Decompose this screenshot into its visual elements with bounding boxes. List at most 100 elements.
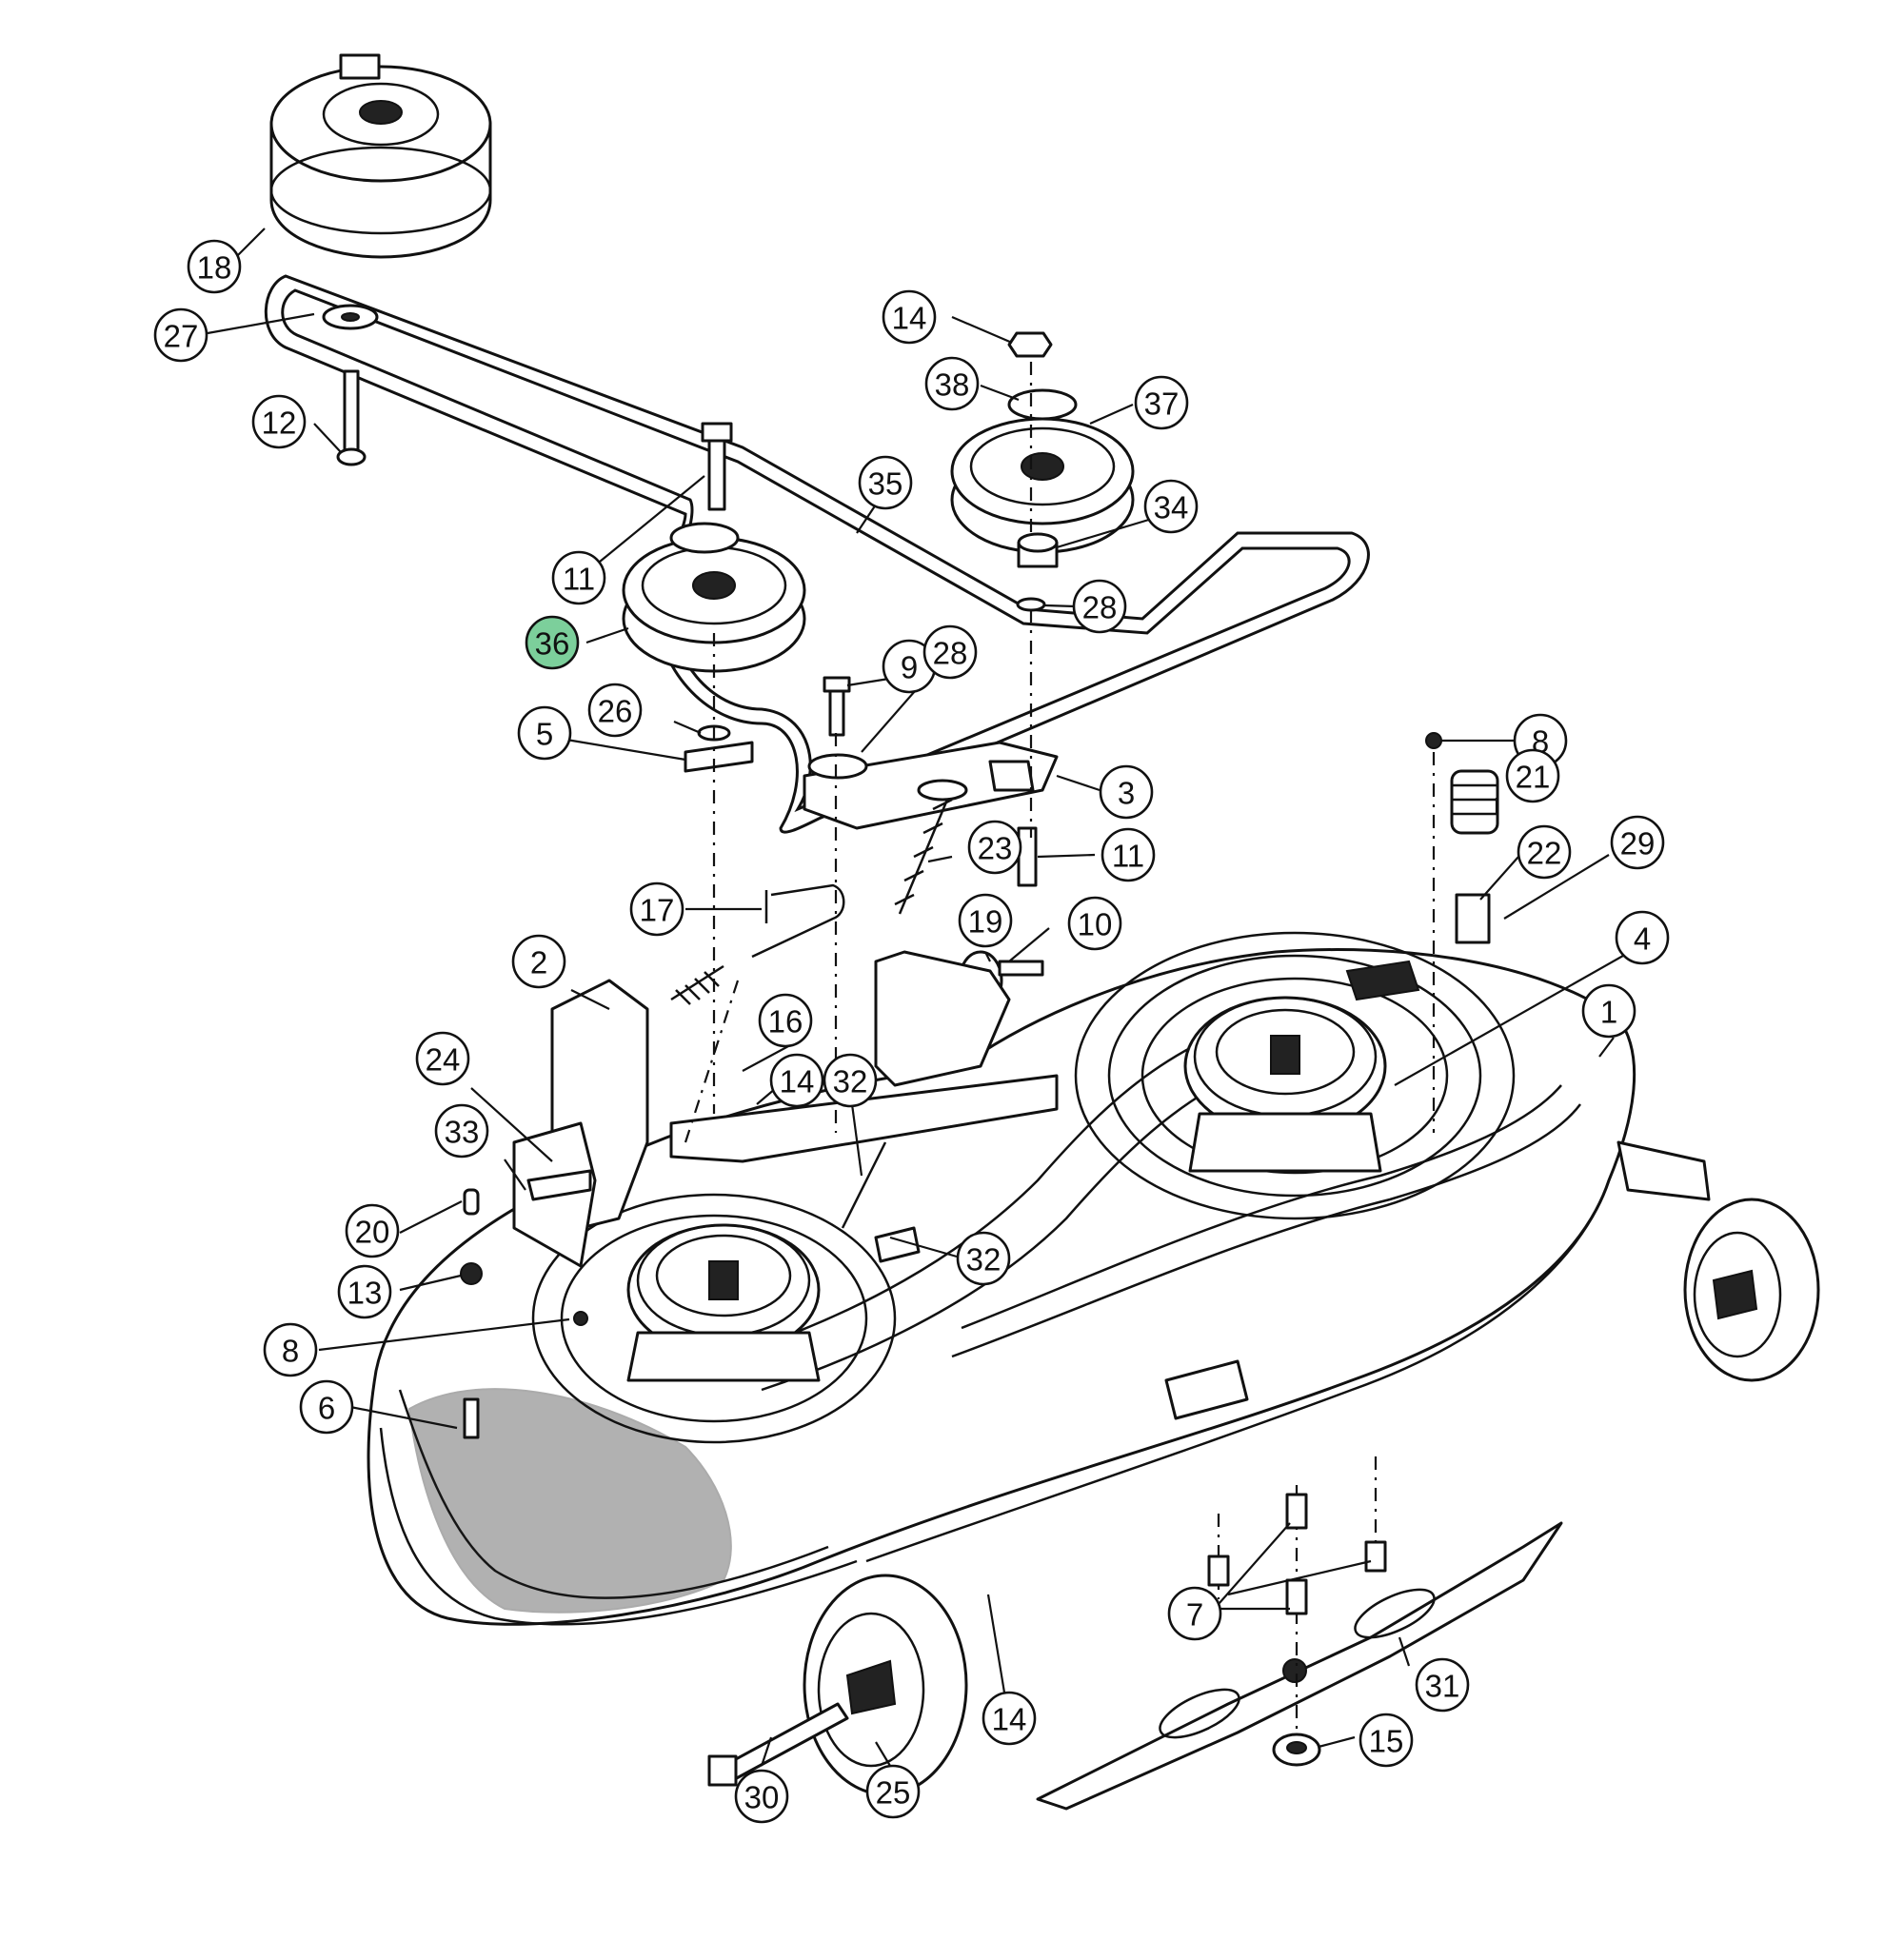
callout-circle [1099, 764, 1154, 820]
callout-circle [337, 1264, 392, 1319]
callout-8: 8 [263, 1322, 318, 1377]
callout-9: 9 [882, 639, 937, 694]
callout-circle [865, 1764, 921, 1819]
carriage-bolt-11 [701, 422, 733, 511]
callout-circle [434, 1103, 489, 1159]
callout-number: 1 [1600, 995, 1617, 1030]
callout-number: 16 [768, 1004, 803, 1040]
callout-33: 33 [434, 1103, 489, 1159]
callout-number: 9 [901, 650, 918, 685]
callout-circle [251, 394, 307, 449]
callout-35: 35 [858, 455, 913, 510]
callout-30: 30 [734, 1769, 789, 1824]
callout-number: 7 [1186, 1597, 1203, 1633]
callout-circle [511, 934, 566, 989]
callout-16: 16 [758, 993, 813, 1048]
callout-circle [1615, 910, 1670, 965]
callout-circle [263, 1322, 318, 1377]
callout-number: 2 [530, 945, 547, 980]
callout-number: 25 [876, 1775, 911, 1811]
wheel-bolt [707, 1702, 849, 1787]
callout-number: 34 [1154, 490, 1189, 525]
callout-circle [1359, 1713, 1414, 1768]
callout-number: 13 [347, 1276, 383, 1311]
callout-number: 19 [968, 904, 1003, 940]
callout-circle [823, 1053, 878, 1108]
callout-10: 10 [1067, 896, 1122, 951]
callout-number: 36 [535, 626, 570, 662]
callout-circle [958, 893, 1013, 948]
callout-5: 5 [517, 705, 572, 761]
callout-11: 11 [551, 550, 606, 605]
callout-6: 6 [299, 1379, 354, 1435]
callout-circle [345, 1203, 400, 1258]
callout-15: 15 [1359, 1713, 1414, 1768]
callout-3: 3 [1099, 764, 1154, 820]
small-bolts [460, 1188, 588, 1439]
callout-circle [882, 289, 937, 345]
callout-number: 37 [1144, 386, 1180, 422]
callout-number: 38 [935, 367, 970, 403]
callout-circle [1101, 827, 1156, 882]
assembly-axes [684, 362, 1436, 1143]
callout-14: 14 [769, 1053, 824, 1108]
callout-number: 11 [1112, 839, 1144, 874]
callout-number: 8 [282, 1334, 299, 1369]
deck-arm-24-33 [512, 1074, 1059, 1268]
callout-number: 21 [1516, 760, 1551, 795]
blade-bolts [1207, 1456, 1387, 1733]
grease-fitting [1425, 732, 1491, 944]
callout-31: 31 [1415, 1657, 1470, 1713]
callout-number: 17 [640, 893, 675, 928]
callout-circle [551, 550, 606, 605]
callout-34: 34 [1143, 479, 1199, 534]
callout-23: 23 [967, 820, 1022, 875]
callout-number: 23 [978, 831, 1013, 866]
bushing-34 [1017, 532, 1059, 568]
callout-circle [1167, 1586, 1222, 1641]
blade-hex-nut [1272, 1733, 1321, 1767]
hairpin-clip-17 [751, 883, 845, 959]
callout-7: 7 [1167, 1586, 1222, 1641]
shoulder-bolt-12 [336, 369, 367, 466]
callout-circle [1067, 896, 1122, 951]
gauge-wheel-right [1683, 1198, 1820, 1382]
callout-circle [629, 881, 684, 937]
callout-13: 13 [337, 1264, 392, 1319]
callout-number: 24 [426, 1042, 461, 1078]
callout-number: 27 [164, 319, 199, 354]
callout-1: 1 [1581, 983, 1636, 1039]
bolt-11-lower [1017, 826, 1038, 887]
callout-28: 28 [922, 624, 978, 680]
callout-number: 22 [1527, 836, 1562, 871]
callout-circle [415, 1031, 470, 1086]
callout-number: 28 [933, 636, 968, 671]
callout-circle [734, 1769, 789, 1824]
callout-number: 28 [1082, 590, 1118, 625]
callout-circle [299, 1379, 354, 1435]
callout-number: 33 [445, 1115, 480, 1150]
callout-14: 14 [982, 1691, 1037, 1746]
grease-cap-21 [1450, 769, 1499, 835]
callout-circle [1610, 815, 1665, 870]
callout-4: 4 [1615, 910, 1670, 965]
callout-24: 24 [415, 1031, 470, 1086]
callout-circle [525, 615, 580, 670]
callout-36: 36 [525, 615, 580, 670]
callout-circle [956, 1231, 1011, 1286]
callout-14: 14 [882, 289, 937, 345]
callout-number: 32 [966, 1242, 1002, 1277]
pulley-spacer [322, 304, 379, 330]
callout-12: 12 [251, 394, 307, 449]
callout-number: 30 [744, 1780, 780, 1815]
mower-blade [1036, 1521, 1563, 1811]
spring-clip-32 [841, 1141, 921, 1263]
callout-circle [967, 820, 1022, 875]
callout-number: 12 [262, 406, 297, 441]
callout-circle [922, 624, 978, 680]
callout-circle [924, 356, 980, 411]
compression-spring [670, 964, 724, 1005]
idler-pulley-37 [950, 388, 1135, 554]
callout-circle [982, 1691, 1037, 1746]
